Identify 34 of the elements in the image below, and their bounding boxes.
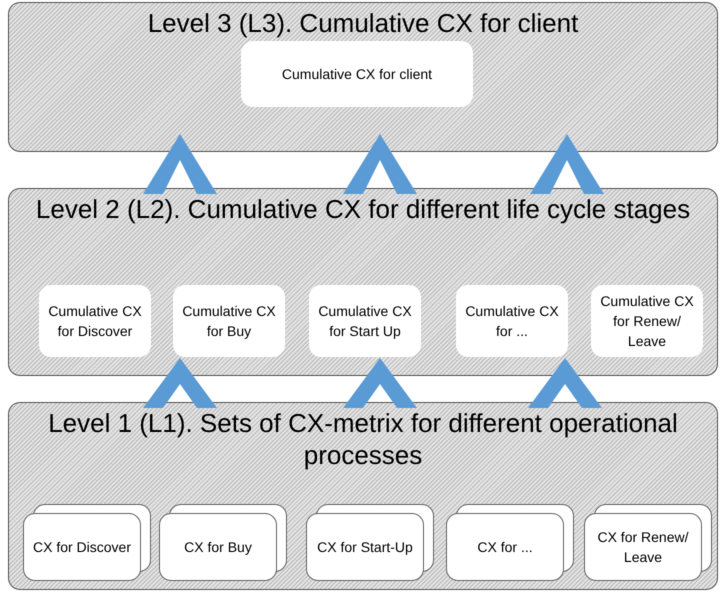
box-text: CX for Renew/ Leave [596, 528, 690, 567]
metric-card [584, 513, 702, 581]
box-text: Cumulative CX for ... [464, 302, 560, 341]
level-panel [8, 2, 718, 152]
metric-box [591, 285, 703, 357]
metric-box [39, 285, 151, 357]
metric-box [456, 285, 568, 357]
box-text: CX for Discover [32, 538, 132, 557]
metric-card [306, 513, 424, 581]
chevron-arrow [530, 134, 604, 194]
level-title: Level 2 (L2). Cumulative CX for different life cycle stages [34, 193, 692, 225]
metric-card [446, 513, 564, 581]
chevron-arrow [343, 358, 417, 408]
level-title: Level 1 (L1). Sets of CX-metrix for different operational processes [47, 407, 679, 471]
box-text: Cumulative CX for client [282, 65, 432, 84]
chevron-arrow [528, 358, 602, 408]
level-panel [8, 402, 718, 590]
level-title: Level 3 (L3). Cumulative CX for client [146, 7, 580, 39]
metric-box [309, 285, 421, 357]
chevron-arrow [343, 134, 417, 194]
metric-box [241, 41, 473, 107]
chevron-arrow [143, 358, 217, 408]
box-text: Cumulative CX for Renew/ Leave [599, 292, 695, 351]
box-text: CX for ... [477, 538, 533, 557]
metric-card [159, 513, 277, 581]
level-panel [8, 188, 718, 376]
box-text: CX for Start-Up [317, 538, 413, 557]
box-text: Cumulative CX for Buy [181, 302, 277, 341]
metric-box [173, 285, 285, 357]
box-text: CX for Buy [184, 538, 252, 557]
chevron-arrow [143, 134, 217, 194]
metric-card [23, 513, 141, 581]
box-text: Cumulative CX for Discover [47, 302, 143, 341]
box-text: Cumulative CX for Start Up [317, 302, 413, 341]
